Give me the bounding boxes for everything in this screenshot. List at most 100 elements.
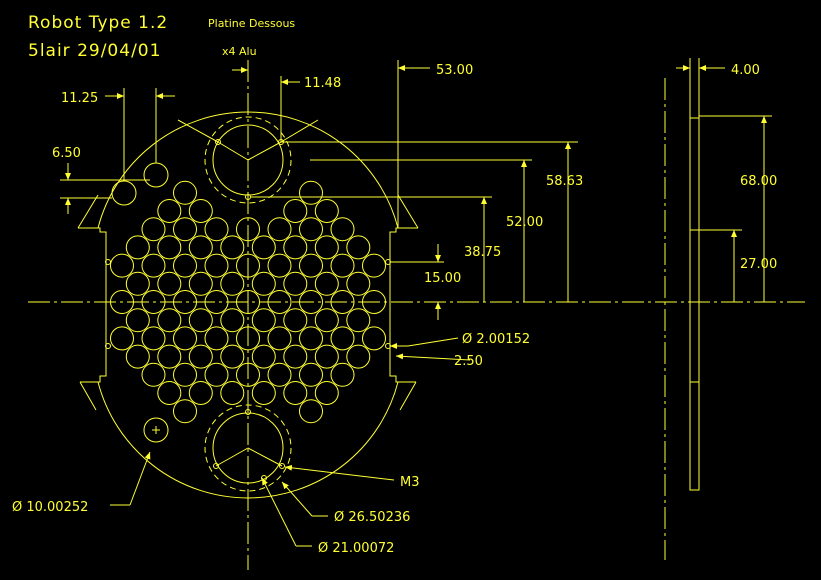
material-note: x4 Alu [222, 45, 257, 58]
drawing-title: Robot Type 1.2 [28, 13, 168, 33]
lightening-hole [251, 381, 276, 405]
lightening-hole [251, 308, 276, 333]
lightening-hole [299, 253, 323, 278]
lightening-hole [267, 290, 292, 314]
lightening-hole [346, 308, 371, 333]
lightening-hole [141, 362, 166, 387]
lightening-hole [299, 180, 323, 205]
lightening-hole [314, 308, 339, 333]
lightening-hole [283, 199, 308, 223]
lightening-hole [220, 344, 245, 369]
lightening-hole [314, 271, 339, 296]
lightening-hole [251, 235, 276, 260]
lightening-hole [220, 381, 245, 405]
lightening-hole [188, 308, 213, 333]
lightening-hole [267, 362, 292, 387]
lightening-hole [299, 217, 323, 242]
lightening-hole [330, 253, 355, 278]
lightening-hole [173, 180, 197, 205]
lightening-hole [236, 217, 260, 242]
lightening-hole [188, 199, 213, 223]
lightening-hole [204, 290, 229, 314]
lightening-hole [299, 290, 323, 314]
dim-hole-diameter: Ø 2.00152 [462, 332, 530, 347]
dim-6-50: 6.50 [52, 146, 81, 161]
lightening-hole [330, 217, 355, 242]
lightening-hole [204, 362, 229, 387]
lightening-hole [173, 253, 197, 278]
dim-38-75: 38.75 [464, 245, 501, 260]
lightening-hole [314, 199, 339, 223]
lightening-hole [236, 326, 260, 351]
lightening-hole [346, 235, 371, 260]
lightening-hole [157, 235, 182, 260]
lightening-hole [141, 290, 166, 314]
dim-26-50236: Ø 26.50236 [334, 510, 410, 525]
lightening-hole [110, 326, 134, 351]
lightening-hole [157, 381, 182, 405]
lightening-hole [330, 326, 355, 351]
dim-11-48: 11.48 [304, 76, 341, 91]
lightening-hole [330, 362, 355, 387]
dim-58-63: 58.63 [546, 174, 583, 189]
lightening-hole [204, 253, 229, 278]
lightening-hole [188, 235, 213, 260]
dim-4-00: 4.00 [731, 63, 760, 78]
lightening-hole [110, 290, 134, 314]
lightening-hole [173, 290, 197, 314]
lightening-hole [220, 235, 245, 260]
lightening-hole [110, 253, 134, 278]
lightening-hole [188, 344, 213, 369]
lightening-hole [314, 381, 339, 405]
lightening-hole [204, 326, 229, 351]
lightening-hole [362, 326, 386, 351]
dimension-lines [60, 58, 772, 547]
lightening-hole [125, 308, 150, 333]
lightening-hole [299, 362, 323, 387]
lightening-hole [173, 362, 197, 387]
lightening-hole [267, 217, 292, 242]
dim-52-00: 52.00 [506, 215, 543, 230]
lightening-hole [283, 271, 308, 296]
lightening-hole [283, 308, 308, 333]
lightening-hole [236, 362, 260, 387]
lightening-hole [346, 271, 371, 296]
lightening-hole [267, 326, 292, 351]
lightening-hole [125, 344, 150, 369]
lightening-hole [267, 253, 292, 278]
lightening-hole [236, 290, 260, 314]
lightening-hole [283, 235, 308, 260]
lightening-hole [251, 344, 276, 369]
dim-53-00: 53.00 [436, 63, 473, 78]
dim-outer-diameter: Ø 10.00252 [12, 500, 88, 515]
lightening-hole [362, 253, 386, 278]
lightening-hole [157, 344, 182, 369]
lightening-hole [188, 271, 213, 296]
lightening-hole [157, 308, 182, 333]
lightening-hole [236, 253, 260, 278]
lightening-hole [220, 308, 245, 333]
lightening-hole [125, 271, 150, 296]
dim-15-00: 15.00 [424, 271, 461, 286]
lightening-hole [283, 344, 308, 369]
dim-11-25: 11.25 [61, 91, 98, 106]
lightening-holes [110, 180, 386, 424]
plate-outline [77, 111, 419, 499]
lightening-hole [314, 235, 339, 260]
lightening-hole [251, 271, 276, 296]
dim-27-00: 27.00 [740, 257, 777, 272]
dim-2-50: 2.50 [454, 354, 483, 369]
drawing-subtitle: Platine Dessous [208, 17, 295, 30]
dim-68-00: 68.00 [740, 174, 777, 189]
lightening-hole [362, 290, 386, 314]
lightening-hole [173, 399, 197, 424]
lightening-hole [125, 235, 150, 260]
lightening-hole [173, 217, 197, 242]
lightening-hole [346, 344, 371, 369]
author-date: 5lair 29/04/01 [28, 41, 161, 61]
lightening-hole [220, 271, 245, 296]
lightening-hole [330, 290, 355, 314]
lightening-hole [157, 199, 182, 223]
lightening-hole [299, 399, 323, 424]
